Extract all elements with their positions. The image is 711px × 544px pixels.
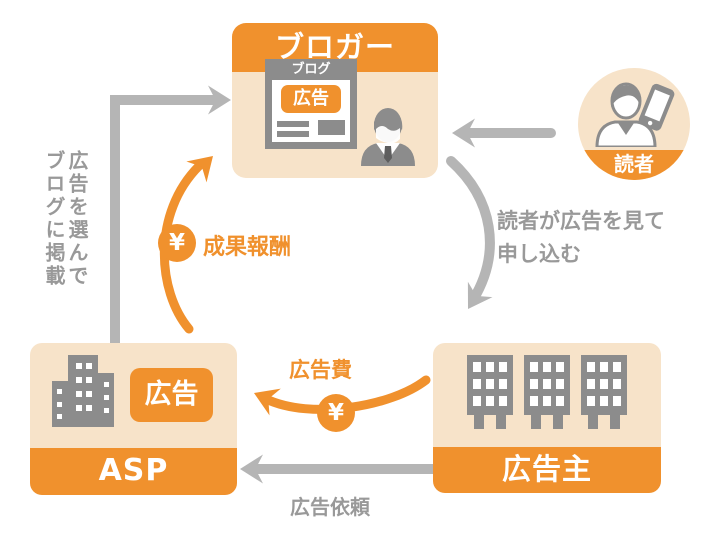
ad-request-label: 広告依頼	[290, 495, 370, 519]
ad-fee-yen-badge-icon: ¥	[317, 394, 355, 432]
advertiser-title: 広告主	[433, 447, 661, 493]
select-post-label-col1: 広告を選んで	[65, 150, 89, 288]
reward-label: 成果報酬	[203, 235, 292, 260]
asp-to-blogger-arrow-line	[110, 95, 219, 345]
blog-page: 広告	[272, 80, 350, 142]
reward-yen-badge-icon: ¥	[158, 224, 196, 262]
advertiser-buildings-icon	[467, 355, 627, 429]
reader-action-label: 読者が広告を見て 申し込む	[497, 205, 665, 271]
blog-header-label: ブログ	[291, 62, 331, 77]
advertiser-body	[433, 343, 661, 447]
asp-building-icon	[52, 355, 114, 427]
advertiser-to-asp-arrowhead-icon	[240, 454, 263, 484]
reader-node: 読者	[578, 68, 690, 180]
blog-illustration: ブログ 広告	[265, 59, 357, 149]
ad-fee-arrowhead-icon	[254, 388, 281, 416]
asp-body: 広告	[30, 343, 237, 448]
blog-ad-badge: 広告	[281, 85, 341, 113]
asp-ad-badge: 広告	[130, 368, 213, 422]
reader-label: 読者	[578, 150, 690, 180]
blog-text-lines	[277, 120, 309, 137]
reader-person-phone-icon	[595, 82, 675, 147]
reward-arrowhead-icon	[186, 156, 213, 183]
ad-fee-label: 広告費	[289, 358, 352, 382]
text-line-icon	[277, 131, 309, 137]
blogger-to-advertiser-arrowhead-icon	[467, 281, 493, 309]
asp-title: ASP	[30, 448, 237, 495]
asp-node: 広告 ASP	[30, 343, 237, 495]
text-line-icon	[277, 121, 309, 127]
blogger-body: ブログ 広告	[232, 59, 438, 178]
reader-action-line2: 申し込む	[497, 242, 581, 266]
blogger-to-advertiser-arrow-line	[446, 156, 495, 305]
blog-content-row	[272, 120, 350, 137]
reader-action-line1: 読者が広告を見て	[497, 209, 665, 233]
reader-to-blogger-arrowhead-icon	[452, 118, 475, 148]
blog-image-placeholder-icon	[318, 120, 345, 135]
blogger-node: ブロガー ブログ 広告	[232, 23, 438, 178]
select-post-label-col2: ブログに掲載	[42, 150, 66, 288]
asp-to-blogger-arrowhead-icon	[208, 85, 231, 115]
select-post-label: 広告を選んで ブログに掲載	[42, 150, 89, 310]
blogger-person-icon	[361, 108, 415, 166]
advertiser-node: 広告主	[433, 343, 661, 493]
